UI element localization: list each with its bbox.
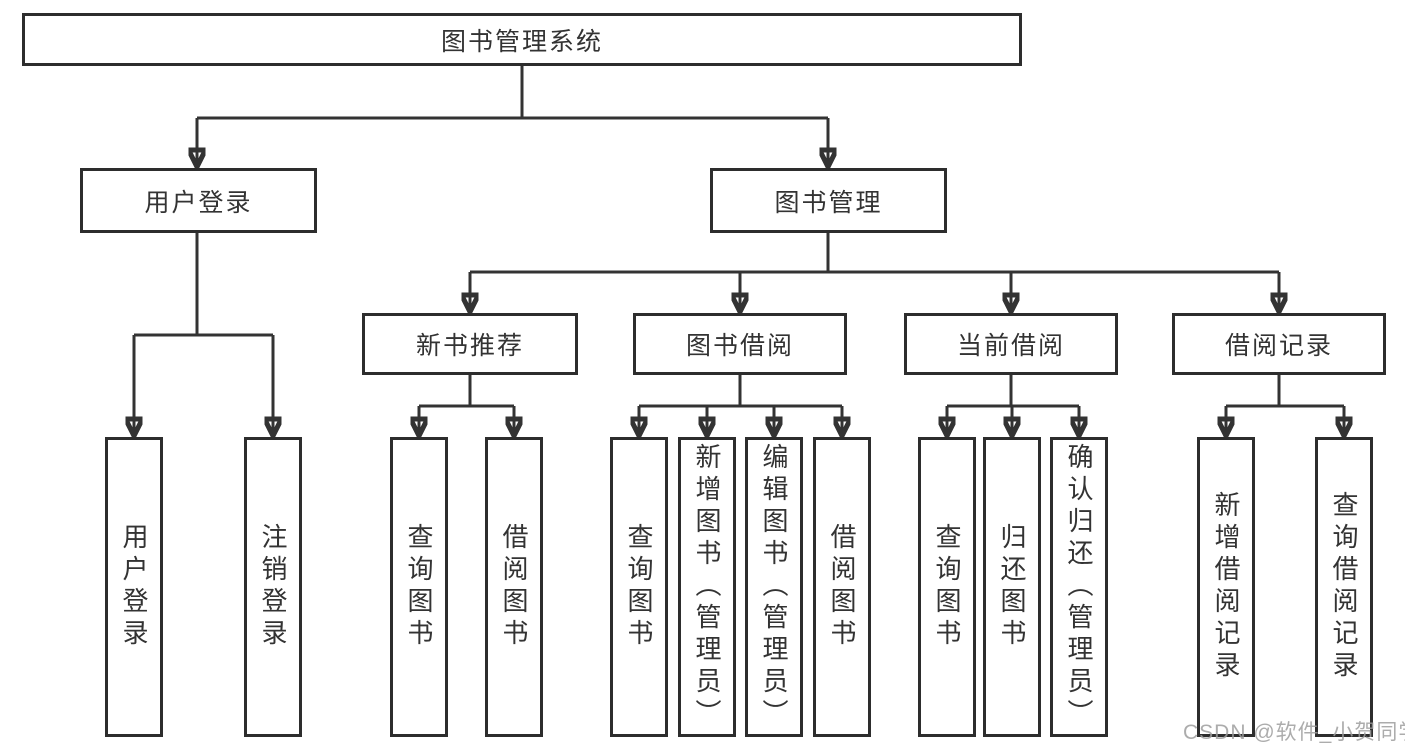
node-label: 确认归还（管理员） xyxy=(1064,443,1094,731)
node-label: 当前借阅 xyxy=(956,332,1065,360)
node-new-book-recommend: 新书推荐 xyxy=(362,313,578,375)
leaf-edit-book-admin: 编辑图书（管理员） xyxy=(745,437,803,737)
connector-borrow-records-trunk xyxy=(1226,375,1344,408)
leaf-query-books-3: 查询图书 xyxy=(918,437,976,737)
connector-book-borrow-trunk xyxy=(639,375,842,408)
node-label: 图书管理 xyxy=(774,188,883,217)
leaf-query-books-2: 查询图书 xyxy=(610,437,668,737)
leaf-add-borrow-record: 新增借阅记录 xyxy=(1197,437,1255,737)
node-label: 注销登录 xyxy=(258,523,288,651)
node-label: 查询图书 xyxy=(932,523,962,651)
leaf-logout: 注销登录 xyxy=(244,437,302,737)
node-user-login: 用户登录 xyxy=(80,168,317,233)
connector-user-login-trunk xyxy=(134,233,273,337)
node-label: 编辑图书（管理员） xyxy=(759,443,789,731)
node-label: 借阅记录 xyxy=(1224,332,1333,360)
node-label: 借阅图书 xyxy=(499,523,529,651)
node-book-borrow: 图书借阅 xyxy=(633,313,847,375)
node-label: 查询借阅记录 xyxy=(1329,491,1359,683)
leaf-borrow-books-1: 借阅图书 xyxy=(485,437,543,737)
node-label: 用户登录 xyxy=(119,523,149,651)
node-label: 用户登录 xyxy=(144,188,253,217)
node-label: 新增借阅记录 xyxy=(1211,491,1241,683)
leaf-confirm-return-admin: 确认归还（管理员） xyxy=(1050,437,1108,737)
node-label: 查询图书 xyxy=(624,523,654,651)
leaf-query-books-1: 查询图书 xyxy=(390,437,448,737)
connector-root-trunk xyxy=(197,66,828,120)
leaf-borrow-books-2: 借阅图书 xyxy=(813,437,871,737)
node-book-management: 图书管理 xyxy=(710,168,947,233)
node-label: 图书借阅 xyxy=(685,332,794,360)
node-label: 借阅图书 xyxy=(827,523,857,651)
node-borrow-records: 借阅记录 xyxy=(1172,313,1386,375)
leaf-user-login: 用户登录 xyxy=(105,437,163,737)
node-root-system: 图书管理系统 xyxy=(22,13,1022,66)
node-label: 图书管理系统 xyxy=(440,27,603,56)
leaf-return-books: 归还图书 xyxy=(983,437,1041,737)
leaf-add-book-admin: 新增图书（管理员） xyxy=(678,437,736,737)
node-label: 归还图书 xyxy=(997,523,1027,651)
node-label: 查询图书 xyxy=(404,523,434,651)
node-label: 新增图书（管理员） xyxy=(692,443,722,731)
connector-current-borrow-trunk xyxy=(947,375,1079,408)
node-current-borrow: 当前借阅 xyxy=(904,313,1118,375)
csdn-watermark: CSDN @软件_小贺同学 xyxy=(1183,721,1405,744)
node-label: 新书推荐 xyxy=(415,332,524,360)
connector-book-management-trunk xyxy=(470,233,1279,274)
leaf-query-borrow-record: 查询借阅记录 xyxy=(1315,437,1373,737)
connector-new-book-recommend-trunk xyxy=(419,375,514,408)
